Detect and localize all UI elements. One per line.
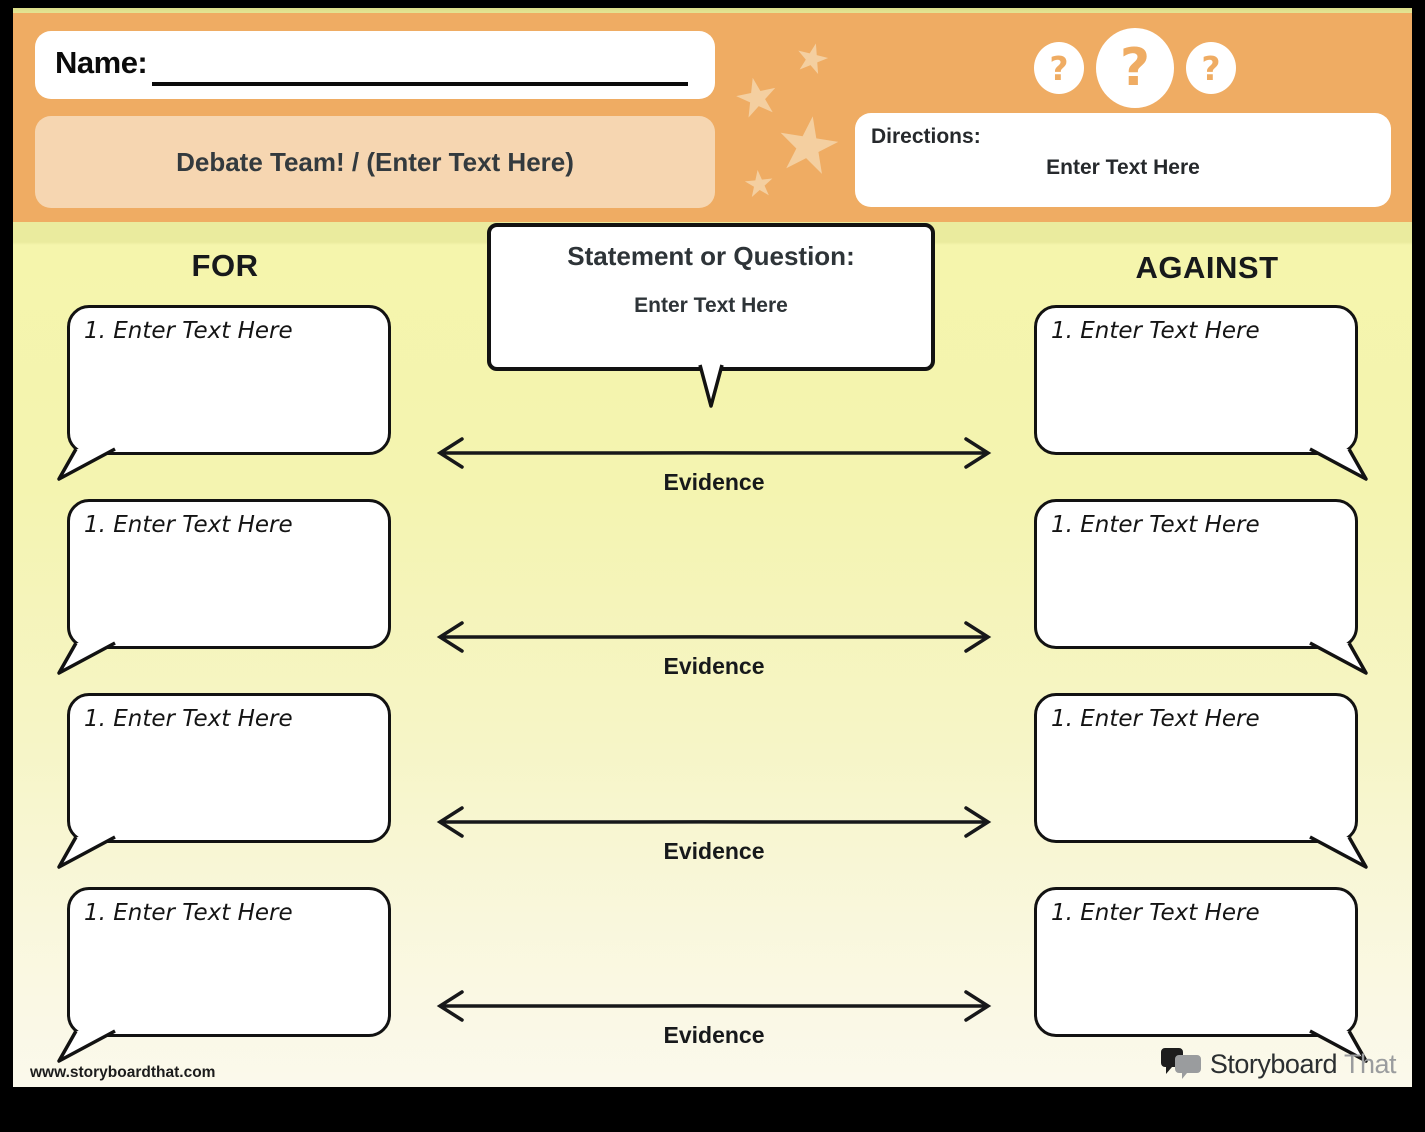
storyboardthat-logo-icon: [1160, 1048, 1201, 1079]
name-label: Name:: [55, 45, 148, 80]
star-icon: ★: [740, 161, 778, 206]
statement-bubble[interactable]: Statement or Question: Enter Text Here: [487, 223, 935, 408]
evidence-arrow-icon: [436, 990, 992, 1022]
evidence-arrow-icon: [436, 437, 992, 469]
directions-text[interactable]: Enter Text Here: [1046, 156, 1200, 179]
bubble-tail-icon: [1309, 1029, 1368, 1063]
against-bubble-4[interactable]: 1. Enter Text Here: [1034, 887, 1368, 1063]
against-bubble-1-text: 1. Enter Text Here: [1051, 318, 1260, 344]
for-bubble-3[interactable]: 1. Enter Text Here: [57, 693, 391, 869]
bubble-tail-icon: [1309, 641, 1368, 675]
worksheet-title: Debate Team! / (Enter Text Here): [176, 146, 574, 177]
against-bubble-2[interactable]: 1. Enter Text Here: [1034, 499, 1368, 675]
for-bubble-2[interactable]: 1. Enter Text Here: [57, 499, 391, 675]
question-mark-icon: ?: [1034, 42, 1084, 94]
statement-text[interactable]: Enter Text Here: [634, 294, 788, 317]
statement-label: Statement or Question:: [567, 241, 855, 271]
evidence-label: Evidence: [663, 838, 765, 864]
against-bubble-2-text: 1. Enter Text Here: [1051, 512, 1260, 538]
name-input-line[interactable]: [152, 82, 688, 86]
against-column-title: AGAINST: [1135, 250, 1279, 285]
star-icon: ★: [767, 98, 849, 193]
header-band: Name: Debate Team! / (Enter Text Here) ★…: [13, 13, 1412, 222]
worksheet-title-box[interactable]: Debate Team! / (Enter Text Here): [35, 116, 715, 208]
evidence-arrow-icon: [436, 806, 992, 838]
against-bubble-4-text: 1. Enter Text Here: [1051, 900, 1260, 926]
evidence-label: Evidence: [663, 469, 765, 495]
evidence-arrow-icon: [436, 621, 992, 653]
bubble-tail-icon: [57, 447, 116, 481]
question-mark-icon: ?: [1186, 42, 1236, 94]
bubble-tail-icon: [57, 835, 116, 869]
against-bubble-3[interactable]: 1. Enter Text Here: [1034, 693, 1368, 869]
directions-box: Directions: Enter Text Here: [855, 113, 1391, 207]
against-bubble-3-text: 1. Enter Text Here: [1051, 706, 1260, 732]
evidence-label: Evidence: [663, 1022, 765, 1048]
bubble-tail-icon: [1309, 835, 1368, 869]
for-bubble-4[interactable]: 1. Enter Text Here: [57, 887, 391, 1063]
against-bubble-1[interactable]: 1. Enter Text Here: [1034, 305, 1368, 481]
star-icon: ★: [789, 33, 835, 85]
logo-text-that: That: [1343, 1048, 1397, 1079]
name-field-box: Name:: [35, 31, 715, 99]
bubble-tail-icon: [1309, 447, 1368, 481]
directions-label: Directions:: [871, 125, 981, 148]
site-url: www.storyboardthat.com: [30, 1064, 216, 1081]
logo-text-storyboard: Storyboard: [1209, 1048, 1338, 1079]
for-bubble-3-text: 1. Enter Text Here: [84, 706, 293, 732]
for-bubble-1[interactable]: 1. Enter Text Here: [57, 305, 391, 481]
question-marks-graphic: ? ? ?: [1013, 26, 1257, 110]
evidence-label: Evidence: [663, 653, 765, 679]
worksheet-page: Name: Debate Team! / (Enter Text Here) ★…: [13, 8, 1412, 1087]
statement-bubble-tail-icon: [698, 364, 724, 408]
question-mark-icon: ?: [1096, 28, 1174, 108]
bubble-tail-icon: [57, 641, 116, 675]
for-bubble-1-text: 1. Enter Text Here: [84, 318, 293, 344]
bubble-tail-icon: [57, 1029, 116, 1063]
for-bubble-4-text: 1. Enter Text Here: [84, 900, 293, 926]
for-column-title: FOR: [191, 248, 259, 283]
for-bubble-2-text: 1. Enter Text Here: [84, 512, 293, 538]
